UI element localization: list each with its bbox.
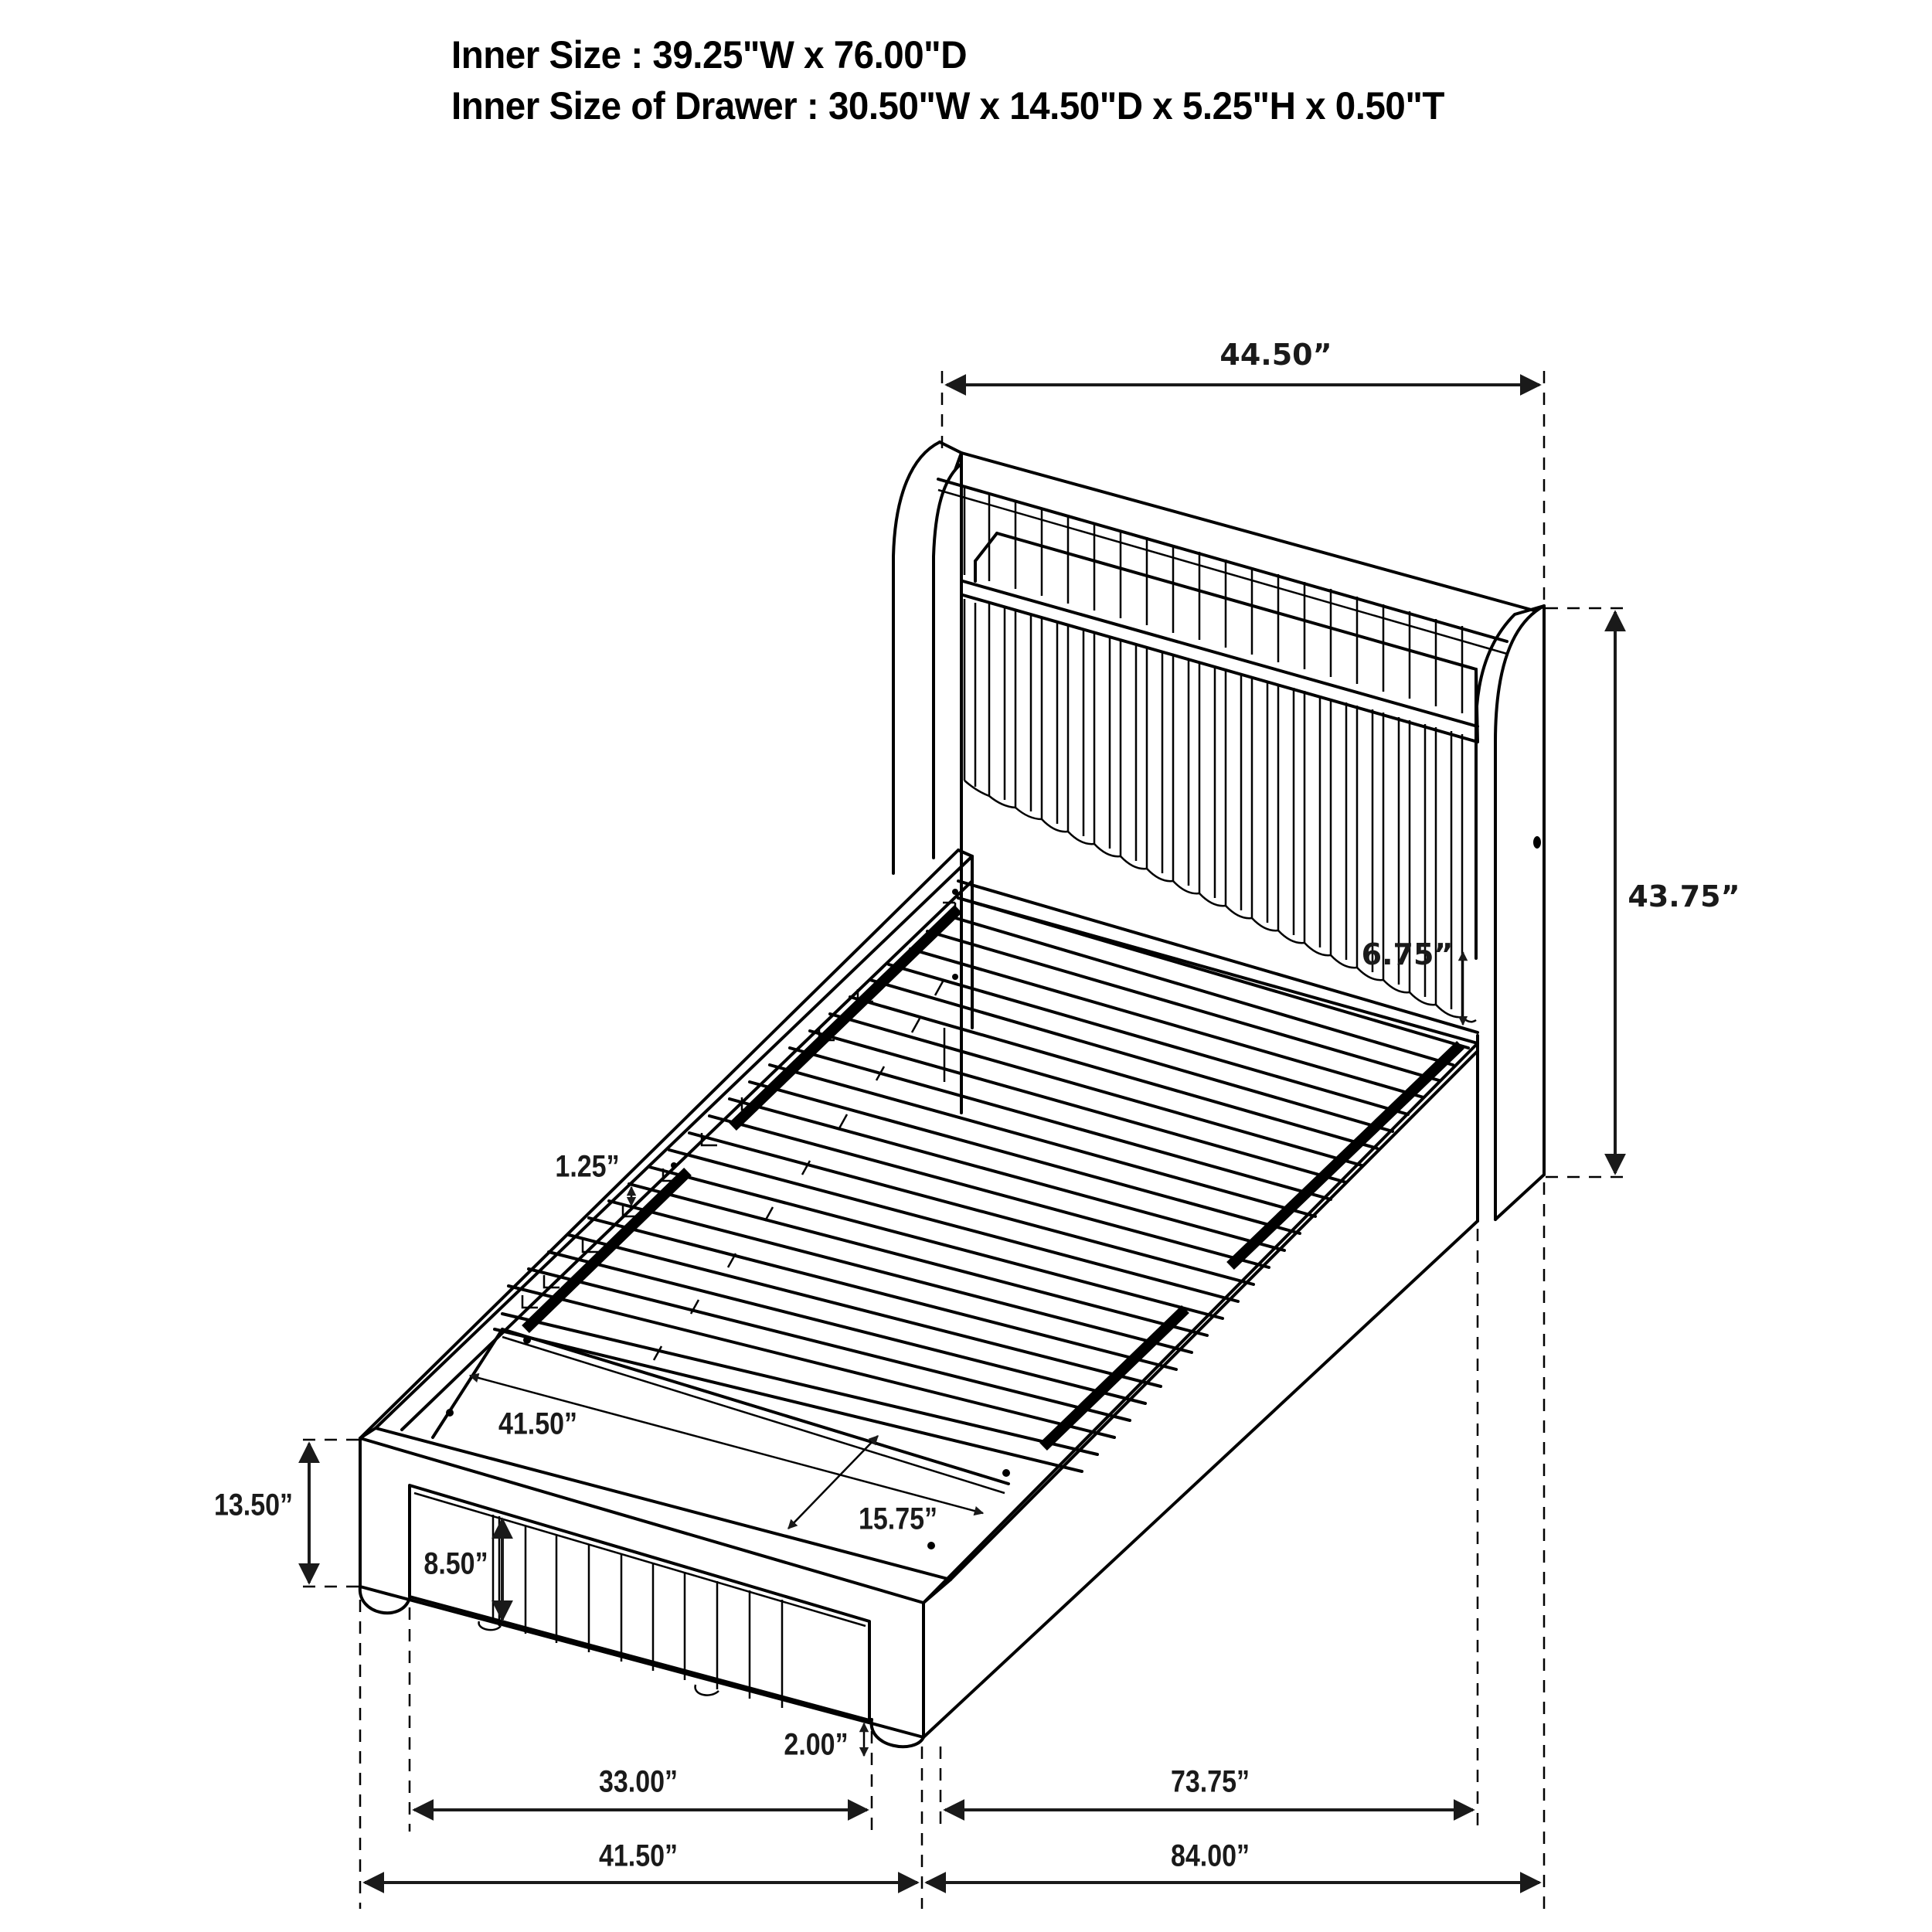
metal-rail-right-lower — [1039, 1304, 1189, 1451]
dimension-arrow-icon — [787, 1435, 879, 1529]
label-headboard-width: 44.50” — [1219, 338, 1332, 372]
metal-rail-right-upper — [1226, 1040, 1464, 1270]
label-slat-gap: 1.25” — [555, 1149, 620, 1184]
label-overall-width: 41.50” — [598, 1838, 679, 1873]
dimension-lines — [298, 371, 1626, 1909]
label-overall-length: 84.00” — [1170, 1838, 1250, 1873]
metal-rail-left-upper — [729, 904, 962, 1131]
label-headboard-height: 43.75” — [1628, 879, 1740, 913]
label-drawer-width: 33.00” — [598, 1764, 679, 1799]
label-footboard-height: 13.50” — [213, 1488, 294, 1522]
drawer-flutes — [492, 1515, 784, 1708]
label-drawer-depth: 15.75” — [858, 1502, 938, 1536]
label-rail-length: 73.75” — [1170, 1764, 1250, 1799]
label-leg-height: 2.00” — [784, 1727, 849, 1762]
inner-size-text: Inner Size : 39.25"W x 76.00"D — [451, 33, 968, 77]
metal-rail-left-lower — [522, 1167, 692, 1334]
bed-frame — [358, 849, 1479, 1749]
label-drawer-front-height: 8.50” — [423, 1546, 488, 1581]
drawer-inner-size-text: Inner Size of Drawer : 30.50"W x 14.50"D… — [451, 84, 1444, 128]
bolt-hole-icon — [1533, 836, 1541, 849]
dimension-arrow-icon — [468, 1372, 985, 1516]
spec-header: Inner Size : 39.25"W x 76.00"D Inner Siz… — [451, 29, 1497, 131]
label-headboard-clearance: 6.75” — [1361, 937, 1454, 971]
label-inner-width: 41.50” — [498, 1406, 578, 1441]
